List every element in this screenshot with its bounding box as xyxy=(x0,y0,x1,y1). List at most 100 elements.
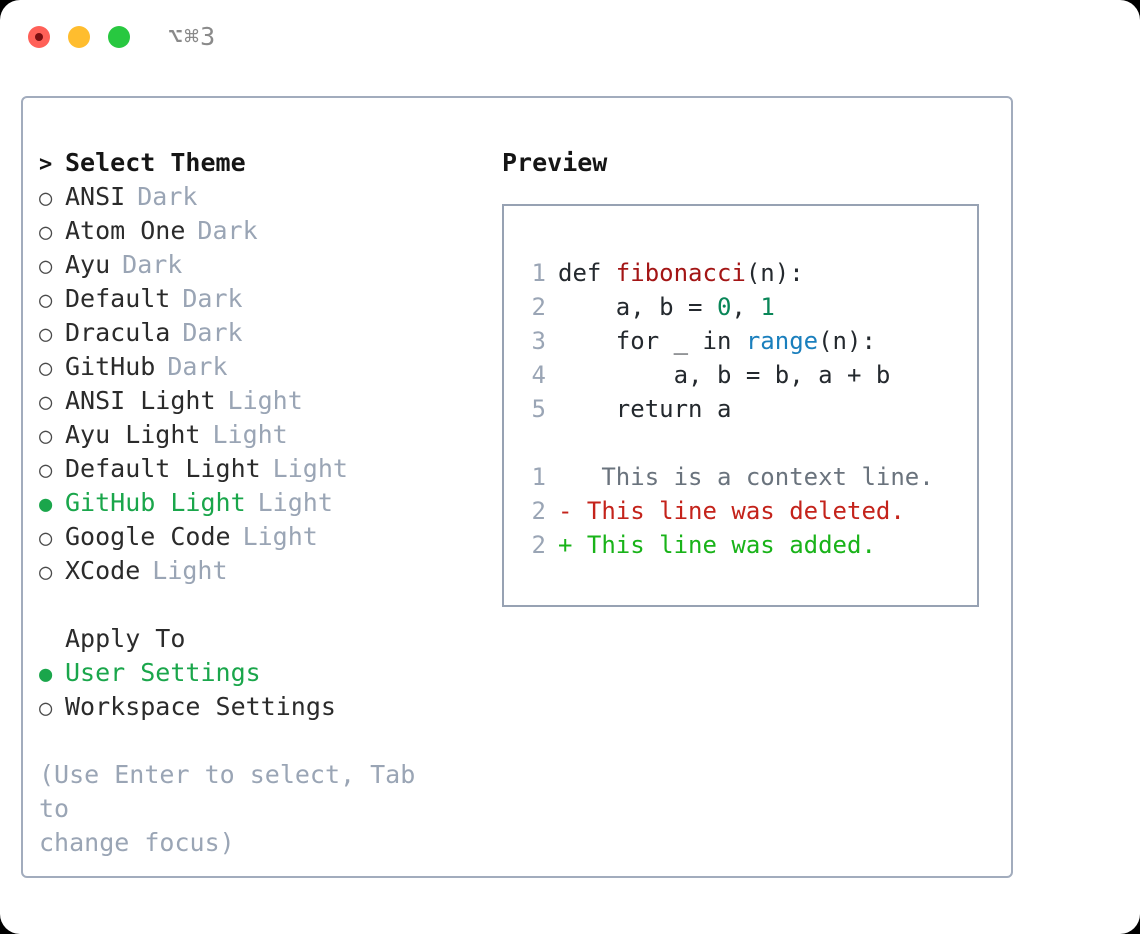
theme-option-label: ANSI xyxy=(65,182,126,211)
theme-variant-badge: Dark xyxy=(197,216,258,245)
code-token: fibonacci xyxy=(615,259,746,287)
code-token: (n): xyxy=(745,259,804,287)
code-token: a, b = b, a + b xyxy=(558,361,891,389)
theme-variant-badge: Dark xyxy=(167,352,228,381)
radio-unselected-icon: ○ xyxy=(39,390,53,415)
apply-to-option-user-settings[interactable]: ● User Settings xyxy=(39,656,479,690)
apply-to-title: Apply To xyxy=(65,624,186,653)
diff-line-number: 2 xyxy=(531,497,546,525)
radio-unselected-icon: ○ xyxy=(39,696,53,721)
theme-option-xcode[interactable]: ○ XCode Light xyxy=(39,554,479,588)
diff-line-added: 2 + This line was added. xyxy=(522,528,977,562)
theme-variant-badge: Dark xyxy=(182,318,243,347)
code-token: return a xyxy=(558,395,732,423)
apply-to-header: ○ Apply To xyxy=(39,622,479,656)
theme-option-label: Default xyxy=(65,284,171,313)
keyboard-hint-text: (Use Enter to select, Tab to change focu… xyxy=(39,760,416,857)
diff-line-text: This line was deleted. xyxy=(572,497,905,525)
diff-line-context: 1 This is a context line. xyxy=(522,460,977,494)
radio-unselected-icon: ○ xyxy=(39,526,53,551)
radio-unselected-icon: ○ xyxy=(39,322,53,347)
diff-sample-block: 1 This is a context line.2- This line wa… xyxy=(522,460,977,562)
theme-variant-badge: Light xyxy=(257,488,333,517)
code-line-number: 2 xyxy=(531,293,546,321)
minimize-window-icon[interactable] xyxy=(68,26,90,48)
theme-variant-badge: Light xyxy=(227,386,303,415)
theme-variant-badge: Dark xyxy=(182,284,243,313)
traffic-lights xyxy=(28,26,130,48)
code-line: 1 def fibonacci(n): xyxy=(522,256,977,290)
theme-option-github[interactable]: ○ GitHub Dark xyxy=(39,350,479,384)
theme-variant-badge: Dark xyxy=(122,250,183,279)
code-token: range xyxy=(745,327,819,355)
theme-option-label: Ayu Light xyxy=(65,420,201,449)
diff-sign xyxy=(558,460,572,494)
close-window-icon[interactable] xyxy=(28,26,50,48)
select-theme-title: Select Theme xyxy=(65,148,246,177)
diff-sign: - xyxy=(558,497,573,525)
code-line: 5 return a xyxy=(522,392,977,426)
cursor-arrow-icon: > xyxy=(39,152,53,177)
radio-selected-icon: ● xyxy=(39,492,53,517)
radio-unselected-icon: ○ xyxy=(39,254,53,279)
apply-to-option-workspace-settings[interactable]: ○ Workspace Settings xyxy=(39,690,479,724)
radio-unselected-icon: ○ xyxy=(39,458,53,483)
code-token: for _ in xyxy=(558,327,746,355)
diff-line-deleted: 2- This line was deleted. xyxy=(522,494,977,528)
apply-to-option-label: Workspace Settings xyxy=(65,692,336,721)
theme-variant-badge: Dark xyxy=(137,182,198,211)
diff-line-number: 2 xyxy=(531,531,546,559)
code-token: a, b = xyxy=(558,293,717,321)
code-token: , xyxy=(731,293,761,321)
theme-option-label: Ayu xyxy=(65,250,111,279)
code-line-text: a, b = b, a + b xyxy=(558,358,891,392)
code-line-number: 4 xyxy=(531,361,546,389)
theme-option-ansi[interactable]: ○ ANSI Dark xyxy=(39,180,479,214)
list-spacer xyxy=(39,588,479,622)
diff-line-number: 1 xyxy=(531,463,546,491)
code-line-text: def fibonacci(n): xyxy=(558,256,804,290)
theme-option-ayu[interactable]: ○ Ayu Dark xyxy=(39,248,479,282)
code-line-number: 1 xyxy=(531,259,546,287)
code-line-number: 3 xyxy=(531,327,546,355)
radio-unselected-icon: ○ xyxy=(39,560,53,585)
apply-to-option-label: User Settings xyxy=(65,658,261,687)
theme-option-label: GitHub xyxy=(65,352,156,381)
preview-title: Preview xyxy=(502,148,608,177)
radio-unselected-icon: ○ xyxy=(39,186,53,211)
apply-to-option-list: ● User Settings ○ Workspace Settings xyxy=(39,656,479,724)
theme-option-label: GitHub Light xyxy=(65,488,246,517)
apply-to-marker-placeholder: ○ xyxy=(39,624,65,658)
code-token: def xyxy=(558,259,616,287)
diff-line-text: This is a context line. xyxy=(572,463,934,491)
theme-variant-badge: Light xyxy=(212,420,288,449)
code-line-text: return a xyxy=(558,392,732,426)
theme-variant-badge: Light xyxy=(242,522,318,551)
code-token: 1 xyxy=(760,293,775,321)
code-line: 3 for _ in range(n): xyxy=(522,324,977,358)
diff-sign: + xyxy=(558,531,573,559)
select-theme-header: > Select Theme xyxy=(39,146,479,180)
theme-variant-badge: Light xyxy=(152,556,228,585)
radio-unselected-icon: ○ xyxy=(39,356,53,381)
theme-variant-badge: Light xyxy=(272,454,348,483)
code-line-text: for _ in range(n): xyxy=(558,324,876,358)
code-line: 2 a, b = 0, 1 xyxy=(522,290,977,324)
diff-line-text: This line was added. xyxy=(572,531,876,559)
theme-option-github-light[interactable]: ● GitHub Light Light xyxy=(39,486,479,520)
radio-selected-icon: ● xyxy=(39,662,53,687)
code-token: (n): xyxy=(818,327,876,355)
zoom-window-icon[interactable] xyxy=(108,26,130,48)
code-line: 4 a, b = b, a + b xyxy=(522,358,977,392)
theme-option-label: XCode xyxy=(65,556,141,585)
